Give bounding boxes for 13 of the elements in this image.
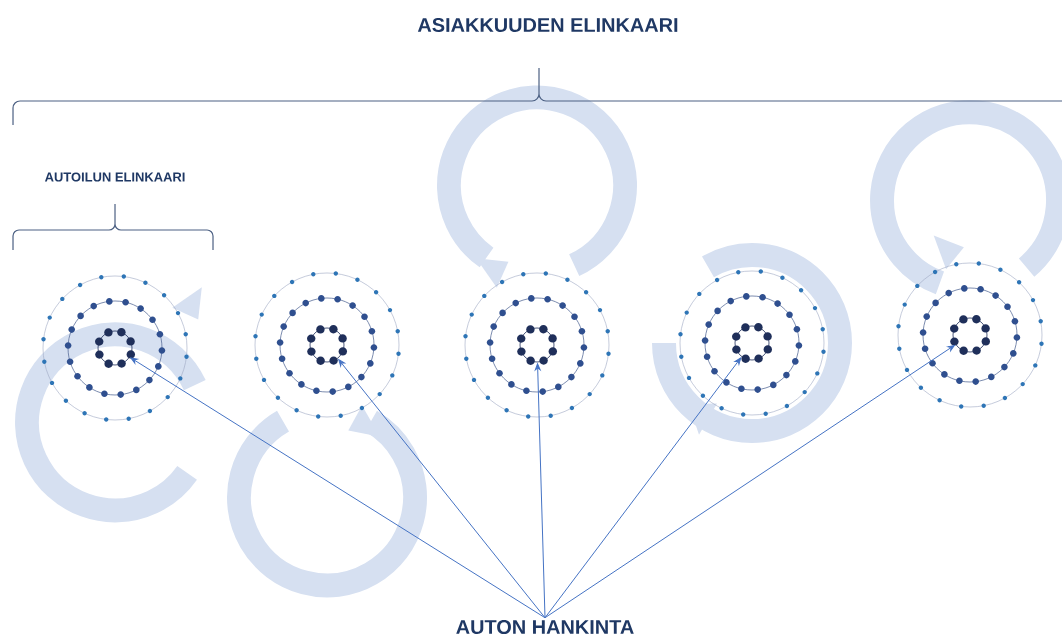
inner-ring [517, 325, 557, 365]
arrow [544, 357, 742, 619]
arrow [338, 359, 546, 619]
heading: AUTOILUN ELINKAARI [44, 172, 185, 182]
arrow [130, 357, 546, 619]
arrow [534, 363, 546, 619]
caption-text: AUTON HANKINTA [456, 619, 634, 635]
inner-ring [950, 315, 990, 355]
heading: ASIAKKUUDEN ELINKAARI [417, 17, 678, 33]
inner-ring [732, 323, 772, 363]
inner-ring [95, 328, 135, 368]
inner-ring [307, 325, 347, 365]
arrow [544, 344, 955, 619]
